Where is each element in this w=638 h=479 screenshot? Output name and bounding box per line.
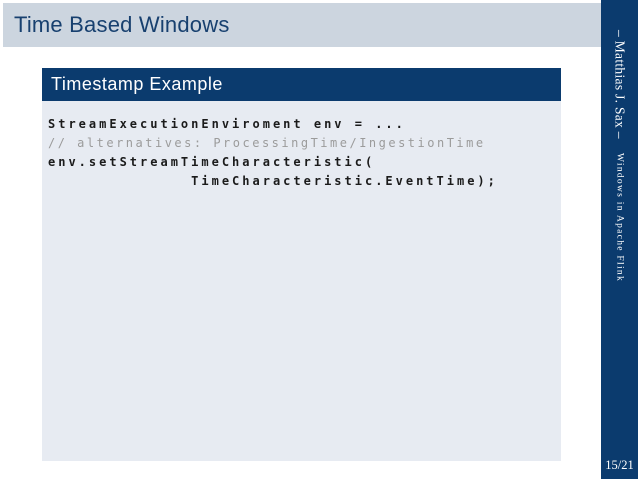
- slide-title: Time Based Windows: [14, 12, 230, 37]
- code-line: TimeCharacteristic.EventTime);: [48, 174, 498, 188]
- code-block: Timestamp Example StreamExecutionEnvirom…: [42, 68, 561, 461]
- code-line-comment: // alternatives: ProcessingTime/Ingestio…: [48, 136, 486, 150]
- code-line: env.setStreamTimeCharacteristic(: [48, 155, 376, 169]
- page-number: 15/21: [605, 458, 634, 472]
- code-line: StreamExecutionEnviroment env = ...: [48, 117, 406, 131]
- code-block-header: Timestamp Example: [42, 68, 561, 101]
- slide-title-bar: Time Based Windows: [3, 3, 601, 47]
- sidebar-deck-title: Windows in Apache Flink: [614, 152, 625, 282]
- sidebar-vertical-text: – Matthias J. Sax – Windows in Apache Fl…: [611, 30, 629, 282]
- code-block-title: Timestamp Example: [51, 74, 223, 94]
- code-block-body: StreamExecutionEnviroment env = ... // a…: [42, 101, 561, 461]
- sidebar: – Matthias J. Sax – Windows in Apache Fl…: [601, 0, 638, 479]
- sidebar-author: – Matthias J. Sax –: [612, 30, 628, 139]
